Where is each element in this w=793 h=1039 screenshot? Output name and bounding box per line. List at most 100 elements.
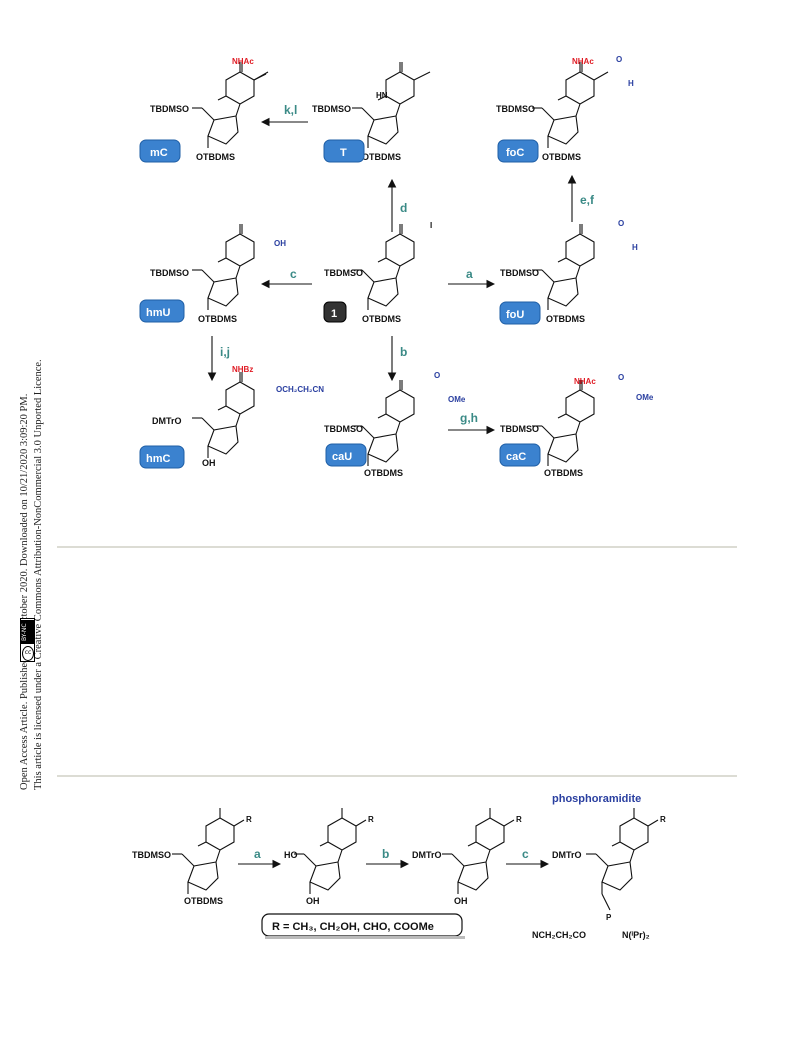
- badge-foc-label: foC: [506, 147, 524, 159]
- ome-label: OMe: [636, 393, 654, 402]
- otbdms-label: OTBDMS: [364, 468, 403, 478]
- by-nc-label: BY-NC: [21, 620, 34, 644]
- iodo-label: I: [430, 221, 432, 230]
- reagent-kl: k,l: [284, 103, 297, 117]
- hn-label: HN: [376, 91, 388, 100]
- compound-cac-structure: TBDMSO OTBDMS NHAc O OMe: [500, 373, 654, 478]
- ome-label: OMe: [448, 395, 466, 404]
- oh-label: OH: [202, 458, 216, 468]
- cc-icon: cc: [22, 646, 34, 661]
- divider-bottom: [57, 775, 737, 777]
- r-label: R: [368, 815, 374, 824]
- scheme-2: phosphoramidite TBDMSO OTBDMS R a HO OH …: [132, 793, 666, 940]
- h-label: H: [628, 79, 634, 88]
- badge-compound-1[interactable]: 1: [323, 301, 347, 323]
- o-label: O: [434, 371, 440, 380]
- compound-t-structure: TBDMSO OTBDMS HN: [312, 61, 431, 162]
- compound-cau-structure: TBDMSO OTBDMS O OMe: [324, 371, 466, 478]
- tbdmso-label: TBDMSO: [150, 268, 189, 278]
- otbdms-label: OTBDMS: [362, 152, 401, 162]
- r-group-box: R = CH₃, CH₂OH, CHO, COOMe: [261, 913, 465, 939]
- otbdms-label: OTBDMS: [544, 468, 583, 478]
- r-definition-text: R = CH₃, CH₂OH, CHO, COOMe: [272, 921, 434, 933]
- compound-foc-structure: TBDMSO OTBDMS NHAc O H: [496, 55, 634, 162]
- reagent-ij: i,j: [220, 345, 230, 359]
- compound-fou-structure: TBDMSO OTBDMS O H: [500, 219, 638, 324]
- nhbz-label: NHBz: [232, 365, 253, 374]
- badge-cau-label: caU: [332, 451, 352, 463]
- dmtro-label: DMTrO: [412, 850, 442, 860]
- badge-cac-label: caC: [506, 451, 526, 463]
- phosphoramidite-product: DMTrO R P NCH₂CH₂CO N(ⁱPr)₂: [532, 807, 666, 940]
- reagent-d: d: [400, 201, 407, 215]
- r-label: R: [660, 815, 666, 824]
- otbdms-label: OTBDMS: [542, 152, 581, 162]
- scheme-1: TBDMSO OTBDMS NHAc mC k,l TBDMSO OTBDMS …: [139, 55, 654, 478]
- otbdms-label: OTBDMS: [362, 314, 401, 324]
- badge-hmc-label: hmC: [146, 453, 171, 465]
- diisopropylamine-label: N(ⁱPr)₂: [622, 929, 650, 940]
- phosphoramidite-title: phosphoramidite: [552, 793, 641, 805]
- otbdms-label: OTBDMS: [198, 314, 237, 324]
- reagent-a: a: [254, 847, 261, 861]
- reagent-c: c: [522, 847, 529, 861]
- nhac-label: NHAc: [574, 377, 596, 386]
- tbdmso-label: TBDMSO: [500, 424, 539, 434]
- r-label: R: [516, 815, 522, 824]
- tbdmso-label: TBDMSO: [324, 424, 363, 434]
- dmtr-intermediate: DMTrO OH R: [412, 807, 522, 906]
- tbdmso-label: TBDMSO: [496, 104, 535, 114]
- badge-t[interactable]: T: [323, 139, 365, 163]
- o-label: O: [616, 55, 622, 64]
- otbdms-label: OTBDMS: [196, 152, 235, 162]
- badge-hmu-label: hmU: [146, 307, 171, 319]
- reagent-a: a: [466, 267, 473, 281]
- badge-mc-label: mC: [150, 147, 168, 159]
- dmtro-label: DMTrO: [552, 850, 582, 860]
- badge-fou-label: foU: [506, 309, 524, 321]
- reagent-c: c: [290, 267, 297, 281]
- badge-t-label: T: [340, 147, 347, 159]
- compound-mc-structure: TBDMSO OTBDMS NHAc: [150, 57, 269, 162]
- compound-hmu-structure: TBDMSO OTBDMS OH: [150, 223, 286, 324]
- o-label: O: [618, 219, 624, 228]
- badge-cau[interactable]: caU: [325, 443, 367, 467]
- nhac-label: NHAc: [232, 57, 254, 66]
- nhac-label: NHAc: [572, 57, 594, 66]
- h-label: H: [632, 243, 638, 252]
- reagent-gh: g,h: [460, 411, 478, 425]
- p-label: P: [606, 913, 612, 922]
- badge-hmc[interactable]: hmC: [139, 445, 185, 469]
- tbdmso-label: TBDMSO: [312, 104, 351, 114]
- badge-mc[interactable]: mC: [139, 139, 181, 163]
- tbdmso-label: TBDMSO: [132, 850, 171, 860]
- otbdms-label: OTBDMS: [184, 896, 223, 906]
- badge-fou[interactable]: foU: [499, 301, 541, 325]
- otbdms-label: OTBDMS: [546, 314, 585, 324]
- oh-label: OH: [306, 896, 320, 906]
- dmtro-label: DMTrO: [152, 416, 182, 426]
- diol-intermediate: HO OH R: [284, 807, 374, 906]
- badge-1-label: 1: [331, 308, 337, 320]
- badge-hmu[interactable]: hmU: [139, 299, 185, 323]
- compound-1-structure: TBDMSO OTBDMS I: [324, 221, 432, 324]
- tbdmso-label: TBDMSO: [150, 104, 189, 114]
- oh-label: OH: [274, 239, 286, 248]
- reagent-ef: e,f: [580, 193, 595, 207]
- cyanoethoxy-label: NCH₂CH₂CO: [532, 930, 586, 940]
- badge-foc[interactable]: foC: [497, 139, 539, 163]
- cc-license-badge[interactable]: BY-NC cc: [20, 618, 35, 662]
- reagent-b: b: [382, 847, 389, 861]
- reagent-b: b: [400, 345, 407, 359]
- r-label: R: [246, 815, 252, 824]
- start-nucleoside: TBDMSO OTBDMS R: [132, 807, 252, 906]
- divider-top: [57, 546, 737, 548]
- och2ch2cn-label: OCH₂CH₂CN: [276, 385, 324, 394]
- tbdmso-label: TBDMSO: [500, 268, 539, 278]
- o-label: O: [618, 373, 624, 382]
- ho-label: HO: [284, 850, 298, 860]
- badge-cac[interactable]: caC: [499, 443, 541, 467]
- oh-label: OH: [454, 896, 468, 906]
- tbdmso-label: TBDMSO: [324, 268, 363, 278]
